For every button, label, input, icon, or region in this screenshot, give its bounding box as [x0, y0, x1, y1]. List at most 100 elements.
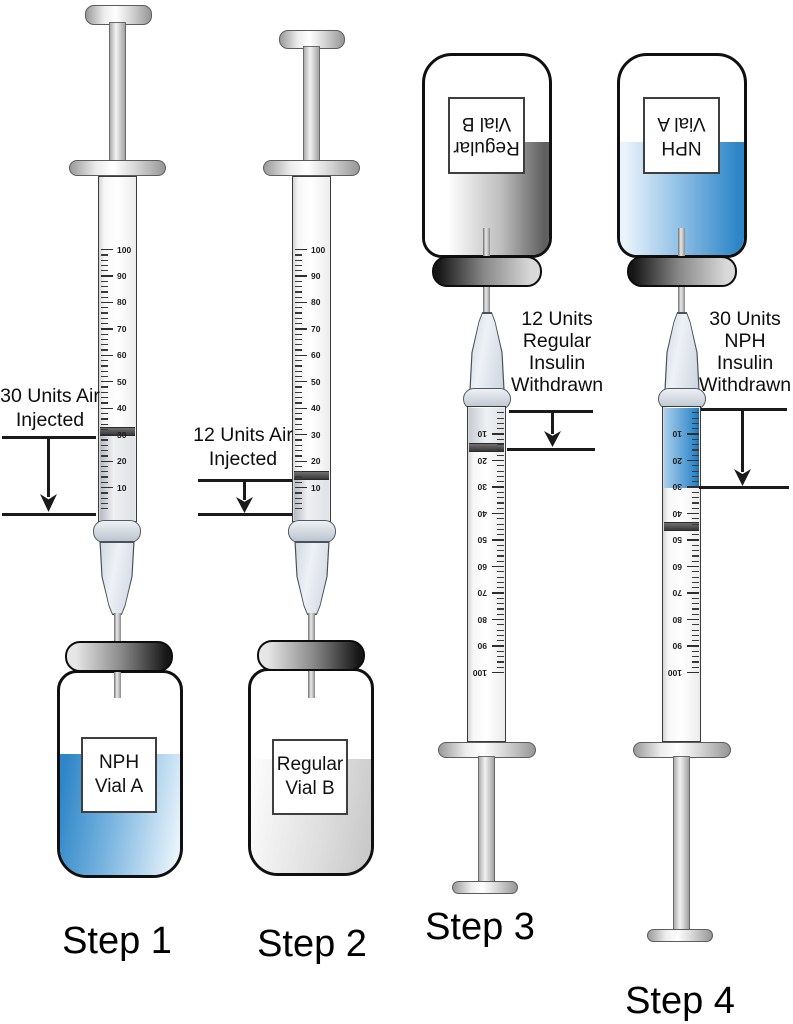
scale-tick: [491, 592, 504, 594]
scale-tick: [686, 512, 699, 515]
scale-tick: [100, 471, 108, 473]
annotation-line-top: [2, 436, 96, 439]
scale-tick: [496, 497, 504, 499]
scale-tick: [691, 475, 699, 478]
scale-tick: [496, 534, 504, 536]
scale-tick: [691, 634, 699, 637]
scale-tick: [691, 491, 699, 493]
scale-number: 20: [477, 455, 487, 466]
vial-name-line1: Regular: [453, 137, 520, 159]
scale-tick: [100, 323, 108, 325]
scale-tick: [100, 275, 113, 277]
scale-tick: [294, 275, 307, 277]
scale-tick: [496, 603, 504, 605]
scale-tick: [294, 465, 302, 468]
vial-cap: [432, 256, 542, 287]
scale-tick: [294, 259, 302, 261]
scale-tick: [491, 512, 504, 515]
scale-tick: [100, 328, 113, 330]
scale-tick: [491, 459, 504, 462]
scale-number: 50: [672, 535, 682, 545]
scale-tick: [691, 502, 699, 504]
annotation-line-bottom: [699, 486, 789, 489]
scale-tick: [100, 280, 108, 283]
scale-tick: [100, 428, 108, 431]
vial-label: NPH Vial A: [643, 97, 720, 174]
annotation-line-top: [198, 479, 292, 482]
scale-tick: [496, 544, 504, 546]
scale-tick: [100, 492, 108, 494]
scale-tick: [496, 491, 504, 493]
scale-tick: [686, 592, 699, 594]
scale-number: 20: [672, 455, 682, 466]
scale-tick: [496, 608, 504, 610]
scale-tick: [691, 624, 699, 626]
scale-tick: [496, 475, 504, 478]
scale-tick: [294, 280, 302, 283]
annotation-text: 12 Units Air: [193, 424, 293, 446]
scale-tick: [491, 618, 504, 621]
annotation-line-bottom: [2, 513, 96, 516]
scale-tick: [294, 455, 302, 457]
annotation-text: 12 Units: [521, 308, 593, 330]
scale-tick: [294, 291, 302, 293]
scale-tick: [686, 671, 699, 674]
scale-number: 40: [117, 403, 127, 414]
scale-tick: [100, 381, 113, 383]
scale-tick: [100, 449, 108, 452]
scale-tick: [691, 438, 699, 440]
scale-tick: [100, 412, 108, 415]
scale-tick: [294, 418, 302, 420]
scale-tick: [496, 624, 504, 626]
scale-tick: [100, 344, 108, 346]
scale-tick: [294, 344, 302, 346]
scale-tick: [100, 286, 108, 288]
scale-tick: [496, 528, 504, 531]
needle-hub: [99, 541, 135, 615]
scale-number: 70: [117, 323, 127, 334]
scale-tick: [100, 465, 108, 468]
scale-number: 60: [672, 561, 682, 572]
scale-tick: [100, 460, 113, 462]
scale-number: 40: [311, 403, 321, 414]
scale-tick: [691, 470, 699, 472]
scale-tick: [100, 481, 108, 483]
scale-tick: [691, 428, 699, 430]
arrow-shaft: [243, 481, 246, 500]
scale-tick: [496, 502, 504, 504]
scale-tick: [491, 539, 504, 541]
scale-tick: [686, 539, 699, 541]
arrow-shaft: [551, 412, 554, 434]
barrel-neck-collar: [93, 520, 141, 543]
scale-tick: [294, 449, 302, 452]
scale-number: 60: [477, 561, 487, 572]
plunger-stopper: [468, 442, 504, 452]
scale-tick: [491, 486, 504, 488]
scale-tick: [100, 338, 108, 341]
scale-tick: [100, 307, 108, 309]
scale-number: 70: [672, 588, 682, 598]
scale-tick: [294, 497, 302, 499]
scale-tick: [691, 576, 699, 578]
scale-number: 10: [311, 482, 321, 493]
scale-tick: [691, 560, 699, 562]
scale-tick: [294, 370, 302, 372]
scale-tick: [691, 449, 699, 451]
annotation-text: Withdrawn: [698, 374, 792, 396]
scale-tick: [100, 439, 108, 441]
step3-caption: Step 3: [425, 906, 535, 948]
scale-number: 30: [477, 482, 487, 492]
scale-tick: [686, 565, 699, 568]
scale-tick: [691, 640, 699, 642]
scale-tick: [294, 412, 302, 415]
scale-tick: [294, 481, 302, 483]
scale-tick: [294, 354, 307, 357]
scale-tick: [294, 508, 302, 510]
annotation-text: Withdrawn: [510, 374, 604, 396]
scale-tick: [100, 455, 108, 457]
scale-tick: [100, 397, 108, 399]
